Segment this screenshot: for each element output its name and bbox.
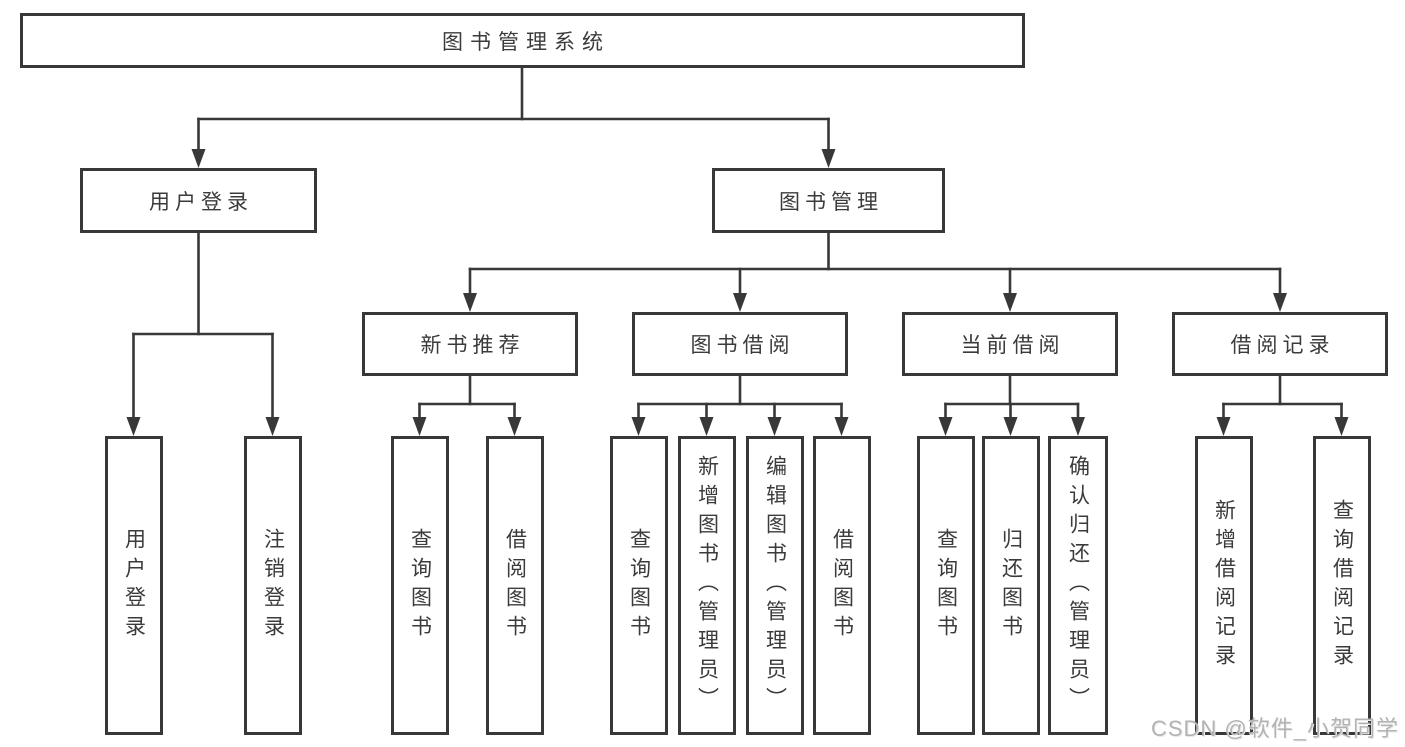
node-borrow-records-label: 借阅记录 — [1230, 334, 1335, 357]
arrowhead-icon — [1273, 293, 1287, 312]
leaf-user-login: 用户登录 — [105, 436, 163, 735]
arrowhead-icon — [1003, 293, 1017, 312]
leaf-logout-label: 注销登录 — [261, 527, 285, 644]
arrowhead-icon — [1071, 417, 1085, 436]
edges-current-borrow-to-leaves — [938, 374, 1085, 436]
node-book-management-label: 图书管理 — [779, 190, 883, 214]
leaf-logout: 注销登录 — [244, 436, 302, 735]
arrowhead-icon — [834, 417, 849, 436]
leaf-nb-query-books-label: 查询图书 — [408, 527, 432, 644]
edges-root-to-level2 — [191, 66, 836, 168]
node-book-borrow-label: 图书借阅 — [690, 334, 795, 357]
arrowhead-icon — [191, 149, 206, 168]
arrowhead-icon — [412, 417, 427, 436]
arrowhead-icon — [1334, 417, 1349, 436]
leaf-cb-return-books: 归还图书 — [982, 436, 1040, 735]
leaf-nb-borrow-books-label: 借阅图书 — [503, 527, 527, 644]
leaf-bb-query-books: 查询图书 — [610, 436, 668, 735]
csdn-watermark: CSDN @软件_小贺同学 — [1150, 716, 1399, 741]
leaf-bb-add-books-admin-label: 新增图书（管理员） — [695, 455, 719, 716]
edges-book-borrow-to-leaves — [631, 374, 849, 436]
arrowhead-icon — [1216, 417, 1231, 436]
node-root: 图书管理系统 — [20, 13, 1025, 68]
leaf-nb-borrow-books: 借阅图书 — [486, 436, 544, 735]
node-current-borrow: 当前借阅 — [902, 312, 1118, 376]
node-book-borrow: 图书借阅 — [632, 312, 848, 376]
node-new-book-recommend-label: 新书推荐 — [420, 334, 525, 357]
leaf-bb-borrow-books: 借阅图书 — [813, 436, 871, 735]
node-borrow-records: 借阅记录 — [1172, 312, 1388, 376]
arrowhead-icon — [1003, 417, 1018, 436]
leaf-nb-query-books: 查询图书 — [391, 436, 449, 735]
leaf-br-add-record-label: 新增借阅记录 — [1212, 498, 1236, 673]
arrowhead-icon — [821, 149, 836, 168]
edges-book-management-to-level3 — [463, 231, 1287, 312]
leaf-bb-borrow-books-label: 借阅图书 — [830, 527, 854, 644]
arrowhead-icon — [463, 293, 477, 312]
arrowhead-icon — [767, 417, 782, 436]
leaf-bb-edit-books-admin-label: 编辑图书（管理员） — [763, 455, 787, 716]
edges-borrow-records-to-leaves — [1216, 374, 1349, 436]
leaf-bb-edit-books-admin: 编辑图书（管理员） — [746, 436, 804, 735]
leaf-cb-confirm-return-admin: 确认归还（管理员） — [1048, 436, 1108, 735]
node-user-login-label: 用户登录 — [149, 190, 253, 214]
arrowhead-icon — [265, 417, 280, 436]
leaf-cb-return-books-label: 归还图书 — [999, 527, 1023, 644]
arrowhead-icon — [733, 293, 747, 312]
arrowhead-icon — [699, 417, 714, 436]
node-user-login: 用户登录 — [80, 168, 317, 233]
arrowhead-icon — [126, 417, 141, 436]
node-root-label: 图书管理系统 — [442, 30, 610, 54]
leaf-bb-query-books-label: 查询图书 — [627, 527, 651, 644]
edges-new-book-recommend-to-leaves — [412, 374, 522, 436]
leaf-user-login-label: 用户登录 — [122, 527, 146, 644]
leaf-bb-add-books-admin: 新增图书（管理员） — [678, 436, 736, 735]
leaf-cb-query-books-label: 查询图书 — [934, 527, 958, 644]
leaf-cb-query-books: 查询图书 — [917, 436, 975, 735]
leaf-br-query-record-label: 查询借阅记录 — [1330, 498, 1354, 673]
node-current-borrow-label: 当前借阅 — [960, 334, 1065, 357]
arrowhead-icon — [507, 417, 522, 436]
node-new-book-recommend: 新书推荐 — [362, 312, 578, 376]
arrowhead-icon — [631, 417, 646, 436]
arrowhead-icon — [938, 417, 953, 436]
leaf-cb-confirm-return-admin-label: 确认归还（管理员） — [1066, 455, 1090, 716]
edges-user-login-to-leaves — [126, 231, 280, 436]
node-book-management: 图书管理 — [712, 168, 945, 233]
leaf-br-query-record: 查询借阅记录 — [1313, 436, 1371, 735]
leaf-br-add-record: 新增借阅记录 — [1195, 436, 1253, 735]
